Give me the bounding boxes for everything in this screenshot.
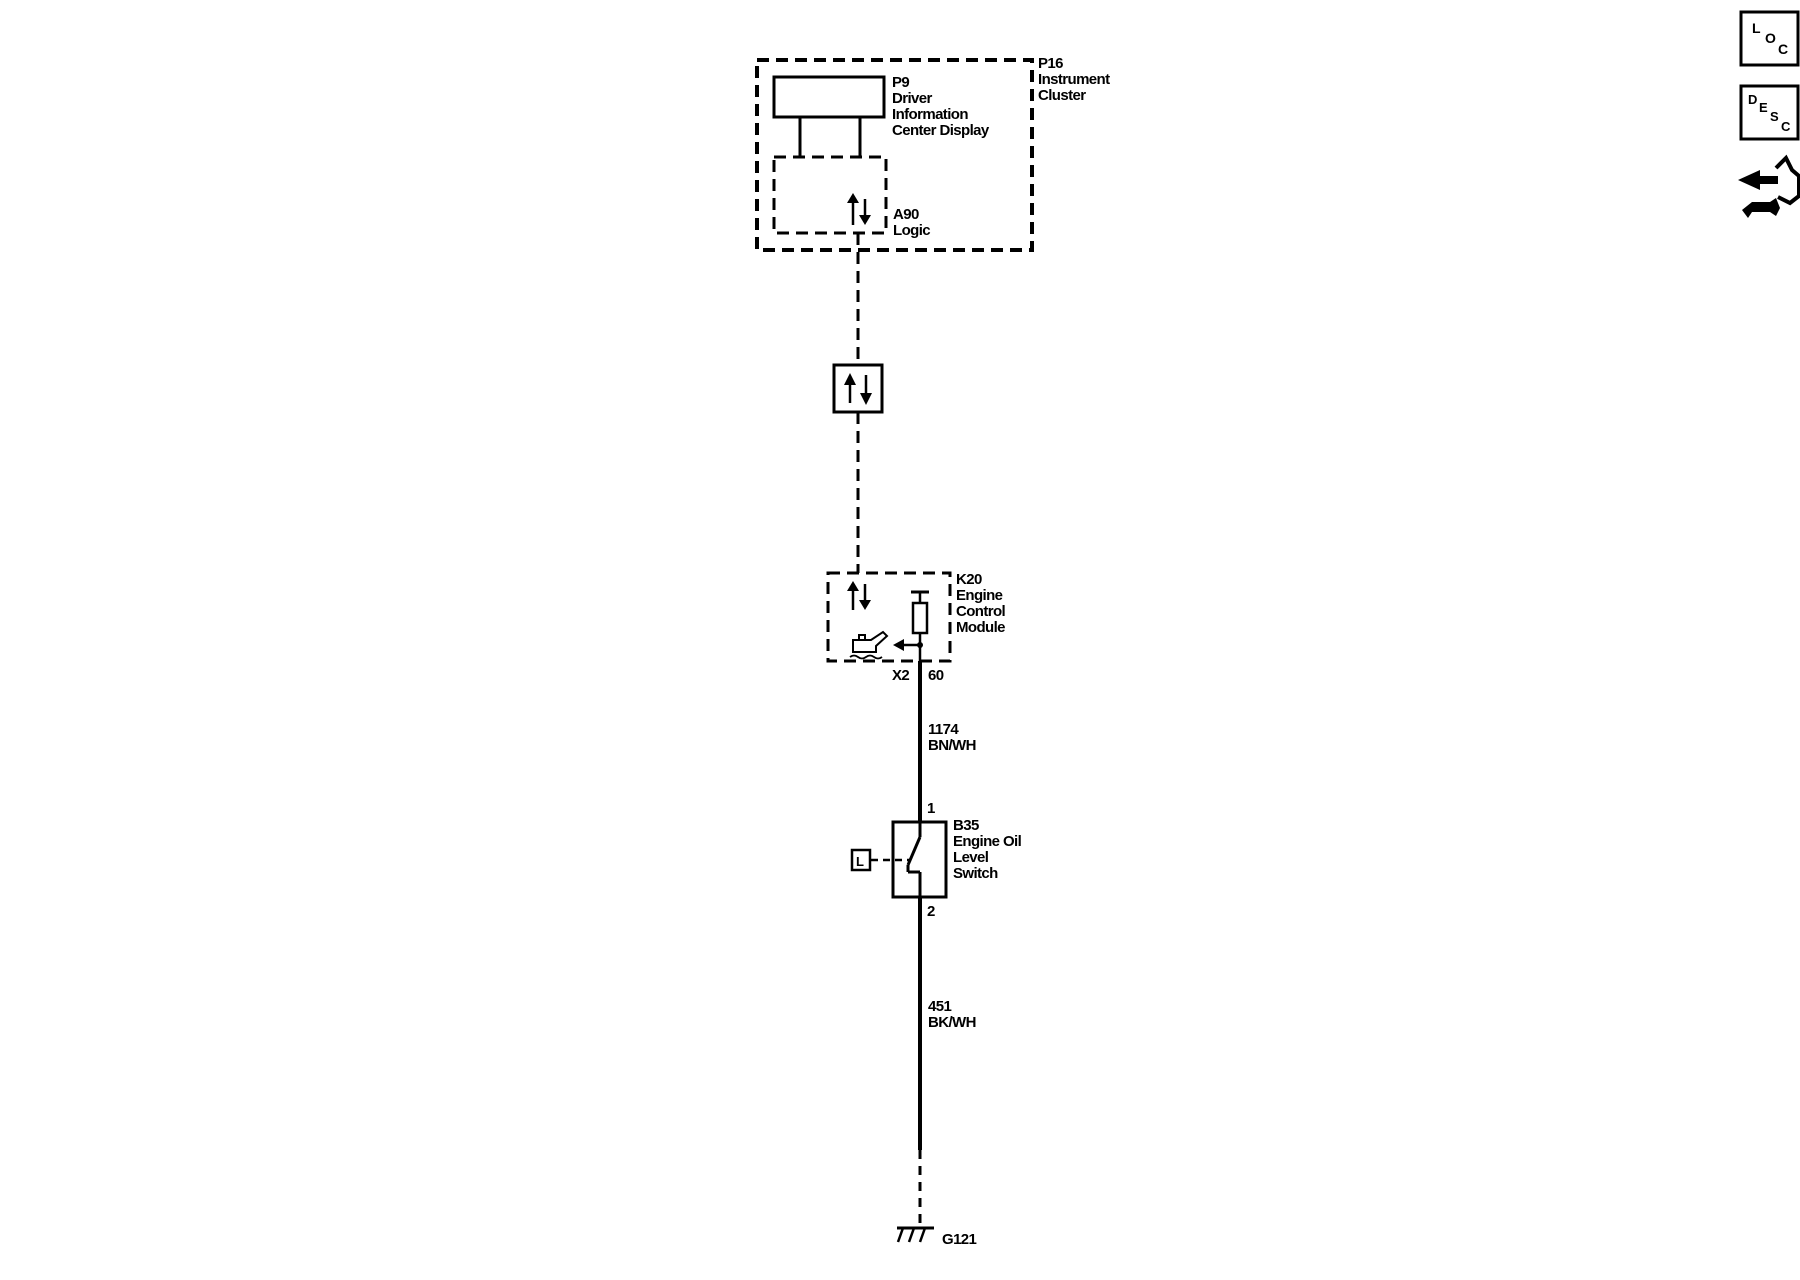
ecm-connector: X2	[892, 667, 909, 684]
input-arrow-icon	[893, 639, 904, 651]
wire-451-circuit: 451	[928, 998, 951, 1015]
ecm-name-1: Engine	[956, 587, 1003, 604]
level-sensor-icon	[850, 848, 872, 872]
engine-control-module[interactable]: K20 Engine Control Module X2 60	[826, 571, 1006, 684]
loc-c: C	[1778, 41, 1788, 57]
instrument-cluster-name-2: Cluster	[1038, 87, 1086, 104]
logic-module[interactable]: A90 Logic	[772, 155, 931, 239]
oil-can-icon	[849, 630, 889, 660]
ecm-name-3: Module	[956, 619, 1005, 636]
ecm-pin: 60	[928, 667, 944, 684]
instrument-cluster-name-1: Instrument	[1038, 71, 1110, 88]
dic-display-name-3: Center Display	[892, 122, 990, 139]
dic-display-name-2: Information	[892, 106, 968, 123]
ground-g121[interactable]: G121	[896, 1226, 977, 1248]
instrument-cluster-ref: P16	[1038, 55, 1063, 72]
ground-icon	[896, 1226, 934, 1243]
switch-ref: B35	[953, 817, 979, 834]
switch-pin-top: 1	[927, 800, 935, 817]
ground-ref: G121	[942, 1231, 977, 1248]
level-sensor-symbol: L	[856, 854, 864, 869]
data-arrows-icon	[847, 193, 871, 225]
dic-display-name-1: Driver	[892, 90, 933, 107]
desc-d: D	[1748, 92, 1757, 107]
logic-name: Logic	[893, 222, 930, 239]
switch-pin-bottom: 2	[927, 903, 935, 920]
desc-s: S	[1770, 109, 1779, 124]
desc-e: E	[1759, 100, 1768, 115]
ecm-ref: K20	[956, 571, 982, 588]
ecm-data-arrows-icon	[847, 581, 871, 610]
diagnostic-procedure-icon[interactable]	[1738, 154, 1800, 218]
loc-o: O	[1765, 30, 1776, 46]
wire-1174-circuit: 1174	[928, 721, 959, 738]
wire-451-color: BK/WH	[928, 1014, 976, 1031]
location-button[interactable]: L O C	[1739, 10, 1800, 67]
instrument-cluster[interactable]: P16 Instrument Cluster	[755, 55, 1111, 252]
switch-name-2: Level	[953, 849, 989, 866]
description-button[interactable]: D E S C	[1739, 84, 1800, 141]
pull-up-resistor-icon	[911, 590, 929, 661]
dic-display[interactable]: P9 Driver Information Center Display	[772, 74, 990, 157]
switch-name-1: Engine Oil	[953, 833, 1022, 850]
ecm-name-2: Control	[956, 603, 1006, 620]
desc-c: C	[1781, 119, 1791, 134]
wire-1174-color: BN/WH	[928, 737, 976, 754]
oil-level-switch[interactable]: 1 L B35 Engine Oil Level Switch 2	[850, 800, 1022, 920]
dic-display-ref: P9	[892, 74, 909, 91]
logic-ref: A90	[893, 206, 919, 223]
loc-l: L	[1752, 20, 1761, 36]
serial-data-symbol	[832, 363, 884, 414]
switch-name-3: Switch	[953, 865, 998, 882]
wire-1174[interactable]: 1174 BN/WH	[918, 661, 976, 822]
wire-451[interactable]: 451 BK/WH	[918, 897, 976, 1150]
